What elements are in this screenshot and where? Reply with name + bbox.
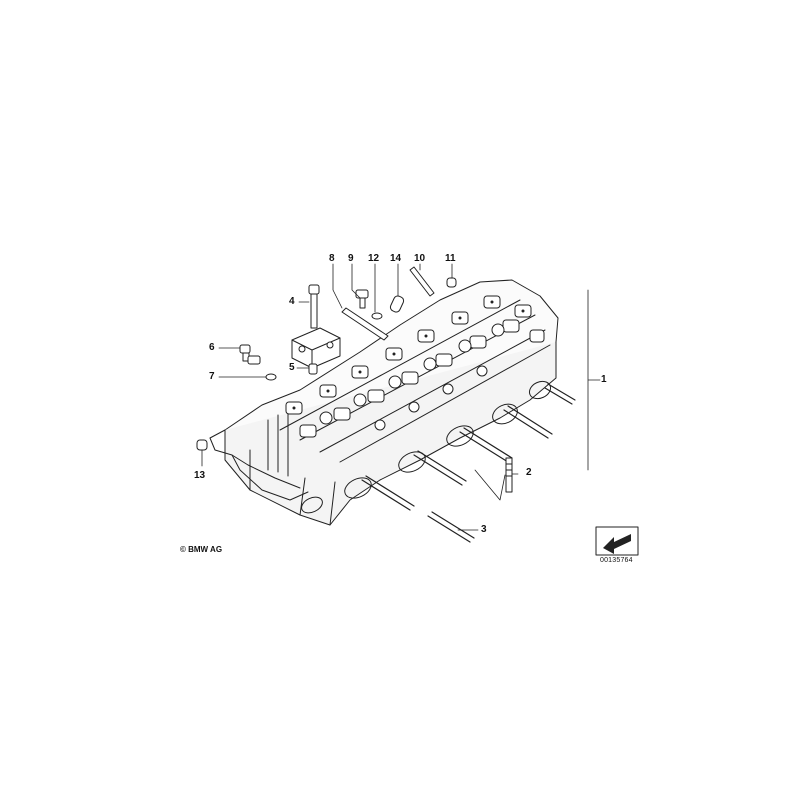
callout-11: 11 bbox=[445, 253, 456, 264]
callout-7: 7 bbox=[209, 371, 215, 382]
bolt-4 bbox=[308, 284, 320, 329]
copyright-text: © BMW AG bbox=[180, 545, 223, 554]
pin-8 bbox=[341, 307, 389, 341]
diagram-id: 00135764 bbox=[600, 557, 633, 564]
head-studs bbox=[361, 383, 576, 543]
callout-10: 10 bbox=[414, 253, 426, 264]
callout-4: 4 bbox=[289, 296, 295, 307]
orientation-arrow-icon bbox=[595, 526, 639, 556]
stud-2 bbox=[505, 457, 513, 493]
callout-6: 6 bbox=[209, 342, 215, 353]
o-ring-12 bbox=[371, 312, 383, 320]
callout-13: 13 bbox=[194, 470, 206, 481]
callout-12: 12 bbox=[368, 253, 380, 264]
callout-3: 3 bbox=[481, 524, 487, 535]
callout-1: 1 bbox=[601, 374, 607, 385]
callout-2: 2 bbox=[526, 467, 532, 478]
callout-5: 5 bbox=[289, 362, 295, 373]
callout-9: 9 bbox=[348, 253, 354, 264]
leader-lines bbox=[201, 263, 601, 531]
screw-plug-6 bbox=[239, 344, 261, 365]
sleeve-14 bbox=[389, 295, 405, 313]
plug-9 bbox=[355, 289, 369, 309]
bearing-cap bbox=[291, 327, 341, 375]
callout-14: 14 bbox=[390, 253, 402, 264]
callout-8: 8 bbox=[329, 253, 335, 264]
pin-10 bbox=[409, 266, 435, 297]
plug-11 bbox=[446, 277, 457, 288]
cylinder-head-casting bbox=[209, 279, 559, 526]
washer-7 bbox=[265, 373, 277, 381]
plug-13 bbox=[196, 439, 208, 451]
